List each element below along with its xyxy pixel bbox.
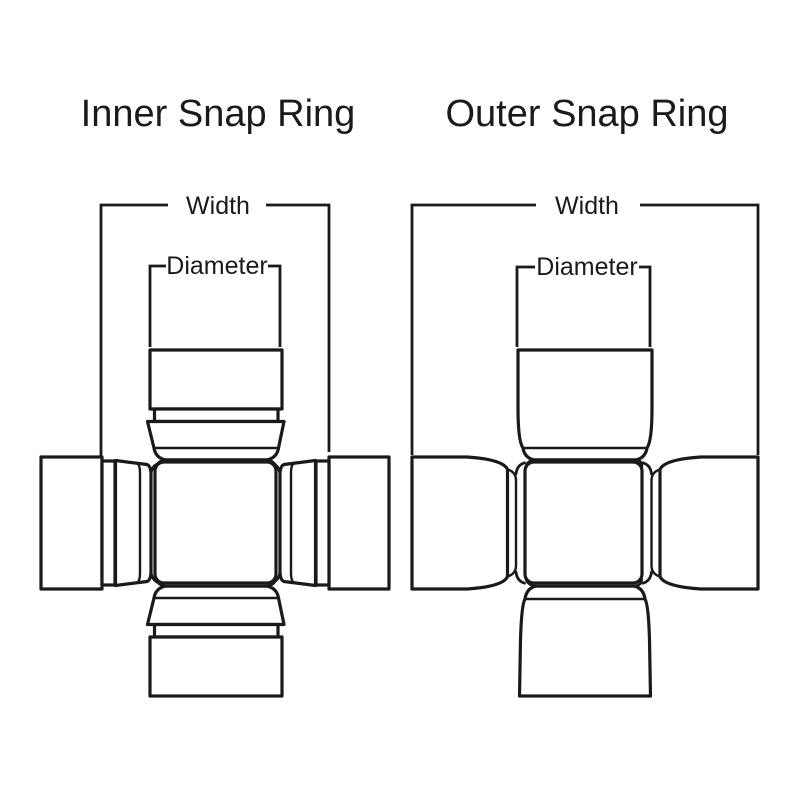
fillet-curve [635,458,644,470]
right-bearing-cap [658,455,760,591]
bottom-snap-ring-groove [152,622,280,639]
outer-diagram-title: Outer Snap Ring [445,93,728,135]
fillet-curve [524,458,535,470]
fillet-curve [514,570,526,585]
fillet-curve [149,461,162,476]
left-bearing-cap [39,455,104,591]
right-snap-ring-groove [314,459,331,587]
top-snap-ring-groove [152,407,280,424]
top-bearing-cap [148,348,284,411]
fillet-curve [149,570,162,585]
center-body [523,460,644,585]
width-dimension-line-left [99,203,168,456]
fillet-curve [633,576,643,588]
diameter-dimension-line-left [515,265,535,347]
fillet-curve [641,461,653,476]
left-cap-skirt [113,458,153,588]
bottom-bearing-cap [148,635,284,698]
inner-width-label: Width [186,192,250,220]
left-cap-lip [507,468,518,578]
right-cap-skirt [278,458,318,588]
right-skirt-line [289,461,296,585]
left-bearing-cap [410,455,510,591]
left-snap-ring-groove [100,459,117,587]
fillet-curve [269,461,282,476]
width-dimension-line-left [410,203,536,455]
inner-diameter-label: Diameter [166,252,267,280]
outer-diameter-label: Diameter [536,253,637,281]
bottom-cap-skirt [145,584,286,627]
fillet-curve [524,576,537,588]
left-skirt-line [135,461,142,585]
outer-width-label: Width [555,192,619,220]
right-cap-lip [650,468,661,578]
inner-snap-ring-diagram: Inner Snap Ring Width Diameter [39,93,391,698]
right-bearing-cap [327,455,391,591]
diameter-dimension-line-left [148,264,166,347]
width-dimension-line-right [640,203,760,455]
top-bearing-cap [516,348,654,462]
diameter-dimension-line-right [268,264,282,347]
top-cap-skirt [145,419,286,462]
fillet-curve [514,461,526,476]
width-dimension-line-right [266,203,331,452]
outer-snap-ring-diagram: Outer Snap Ring Width Diameter [410,93,760,698]
fillet-curve [641,570,653,585]
fillet-curve [269,570,282,585]
center-body [153,460,278,585]
diameter-dimension-line-right [639,265,652,347]
inner-diagram-title: Inner Snap Ring [81,93,356,135]
bottom-bearing-cap [517,584,653,698]
